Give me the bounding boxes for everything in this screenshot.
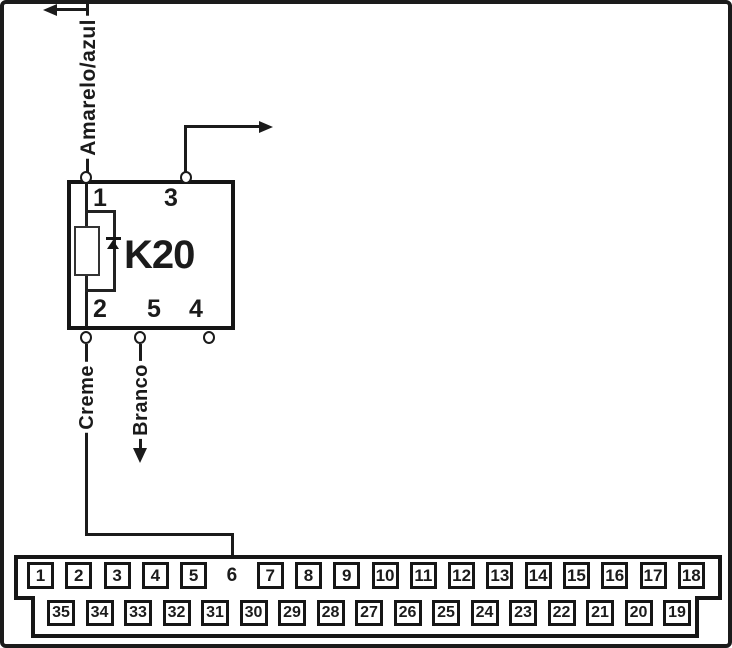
- relay-pin-2-label: 2: [93, 295, 107, 323]
- terminal-box-19: 19: [663, 600, 691, 626]
- wire-pin3-up: [184, 127, 187, 172]
- terminal-box-27: 27: [355, 600, 383, 626]
- terminal-box-25: 25: [432, 600, 460, 626]
- terminal-box-29: 29: [278, 600, 306, 626]
- terminal-box-34: 34: [85, 600, 114, 626]
- wire-label-creme: Creme: [72, 361, 101, 433]
- pin-3-terminal: [180, 171, 192, 184]
- terminal-box-3: 3: [103, 562, 131, 589]
- terminal-6-unboxed: 6: [226, 564, 238, 586]
- wire-label-branco: Branco: [126, 357, 155, 443]
- arrow-left-icon: [43, 4, 57, 16]
- relay-pin-3-label: 3: [164, 184, 178, 212]
- arrow-right-icon: [259, 121, 273, 133]
- wire-creme-horizontal: [85, 533, 234, 536]
- terminal-box-2: 2: [65, 562, 93, 589]
- terminal-box-13: 13: [486, 562, 514, 589]
- terminal-box-8: 8: [294, 562, 322, 589]
- arrow-down-icon: [133, 448, 147, 463]
- terminal-box-31: 31: [201, 600, 229, 626]
- terminal-box-9: 9: [333, 562, 361, 589]
- terminal-box-24: 24: [470, 600, 499, 626]
- terminal-box-16: 16: [601, 562, 629, 589]
- terminal-box-10: 10: [371, 562, 399, 589]
- pin-4-terminal: [203, 331, 215, 344]
- wire-pin3-horizontal: [184, 125, 260, 128]
- terminal-box-30: 30: [239, 600, 268, 626]
- diode-icon: [107, 240, 119, 249]
- terminal-box-20: 20: [624, 600, 653, 626]
- pin-2-terminal: [80, 331, 92, 344]
- connector-bottom-row: 35 34 33 32 31 30 29 28 27 26 25 24 23 22 21 20 19: [47, 600, 691, 626]
- wire-creme-drop-to-6: [231, 533, 234, 560]
- relay-pin-4-label: 4: [189, 295, 203, 323]
- pin-1-terminal: [80, 171, 92, 184]
- wire-amarelo-azul-arrow-shaft: [55, 8, 89, 11]
- terminal-box-26: 26: [393, 600, 422, 626]
- wire-label-amarelo-azul: Amarelo/azul: [73, 15, 103, 159]
- terminal-box-1: 1: [27, 562, 54, 589]
- terminal-box-22: 22: [547, 600, 576, 626]
- terminal-box-5: 5: [180, 562, 208, 589]
- terminal-box-7: 7: [256, 562, 284, 589]
- terminal-box-21: 21: [586, 600, 614, 626]
- terminal-box-4: 4: [141, 562, 169, 589]
- terminal-box-35: 35: [47, 600, 75, 626]
- diode-icon: [106, 237, 121, 240]
- terminal-box-17: 17: [639, 562, 667, 589]
- terminal-box-11: 11: [409, 562, 437, 589]
- terminal-box-18: 18: [677, 562, 705, 589]
- relay-coil: [74, 226, 100, 276]
- relay-pin-5-label: 5: [147, 295, 161, 323]
- terminal-box-33: 33: [124, 600, 152, 626]
- relay-name: K20: [124, 233, 195, 277]
- terminal-box-15: 15: [562, 562, 590, 589]
- terminal-box-28: 28: [316, 600, 345, 626]
- pin-5-terminal: [134, 331, 146, 344]
- terminal-box-14: 14: [524, 562, 552, 589]
- terminal-box-32: 32: [162, 600, 191, 626]
- wire-creme-vertical: [85, 344, 88, 536]
- terminal-box-12: 12: [448, 562, 476, 589]
- terminal-box-23: 23: [509, 600, 537, 626]
- relay-pin-1-label: 1: [93, 184, 107, 212]
